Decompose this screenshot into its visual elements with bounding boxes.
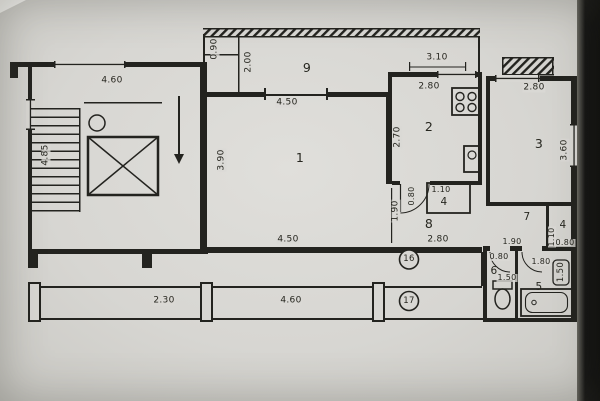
level-mark-box	[552, 259, 570, 286]
dim-balcony-seg2: 4.60	[279, 295, 303, 306]
dim-kitchen-outer: 3.10	[425, 52, 449, 63]
dim-hall-width: 2.80	[426, 234, 450, 245]
room-label-4a: 4	[440, 195, 448, 208]
dim-room3-width: 2.80	[522, 82, 546, 93]
room-label-1: 1	[295, 149, 305, 165]
window	[437, 71, 477, 78]
room-label-9: 9	[302, 59, 312, 75]
dim-closet4b-depth: 0.80	[554, 238, 576, 247]
room-label-2: 2	[424, 118, 434, 134]
dim-vestibule: 1.90	[501, 237, 523, 246]
window	[570, 124, 578, 167]
room-label-6: 6	[490, 264, 498, 277]
section-ref-circles	[398, 249, 420, 312]
walls	[10, 28, 577, 322]
sink-icon	[463, 145, 481, 173]
window	[26, 99, 35, 130]
level-mark: 1.50	[555, 261, 566, 283]
dim-room3-side: 3.60	[559, 138, 570, 162]
bathtub-icon	[520, 288, 573, 317]
room-label-3: 3	[534, 135, 544, 151]
dim-bath-width: 1.80	[530, 257, 552, 266]
dim-kitchen-width: 2.80	[417, 81, 441, 92]
dim-wc-width: 0.80	[488, 252, 510, 261]
dim-balcony9-depth: 0.90	[209, 37, 220, 61]
room-label-4b: 4	[559, 218, 567, 231]
dim-closet4a-width: 1.10	[430, 185, 452, 194]
dim-balcony9-width: 2.00	[243, 50, 254, 74]
dim-balcony-seg1: 2.30	[152, 295, 176, 306]
room-label-7: 7	[523, 210, 531, 223]
hatch-bands	[203, 29, 554, 74]
section-ref-17: 17	[403, 295, 415, 306]
dim-stair-side: 4.85	[40, 143, 51, 167]
closet-outline	[426, 182, 471, 214]
room-label-8: 8	[424, 215, 434, 231]
dim-room1-opening: 1.90	[390, 199, 401, 223]
photo-edge-bar	[577, 0, 600, 401]
window	[54, 61, 126, 68]
window	[495, 75, 540, 82]
door-arcs	[399, 183, 543, 273]
windows	[26, 61, 578, 167]
dim-room1-top: 4.50	[275, 97, 299, 108]
room-label-5: 5	[535, 280, 543, 293]
dim-room1-side: 3.90	[216, 148, 227, 172]
dim-wc-depth: 1.50	[496, 273, 518, 282]
toilet-icon	[492, 280, 513, 310]
dim-closet4a-depth: 0.80	[407, 185, 416, 207]
photo-corner	[0, 0, 26, 13]
dim-room1-bottom: 4.50	[276, 234, 300, 245]
balcony-piers	[28, 282, 385, 322]
stairs-icon	[31, 96, 184, 212]
elevator-icon	[86, 114, 160, 197]
stove-icon	[451, 87, 481, 116]
dim-kitchen-side: 2.70	[392, 125, 403, 149]
section-ref-16: 16	[403, 253, 415, 264]
dim-stair-top: 4.60	[100, 75, 124, 86]
